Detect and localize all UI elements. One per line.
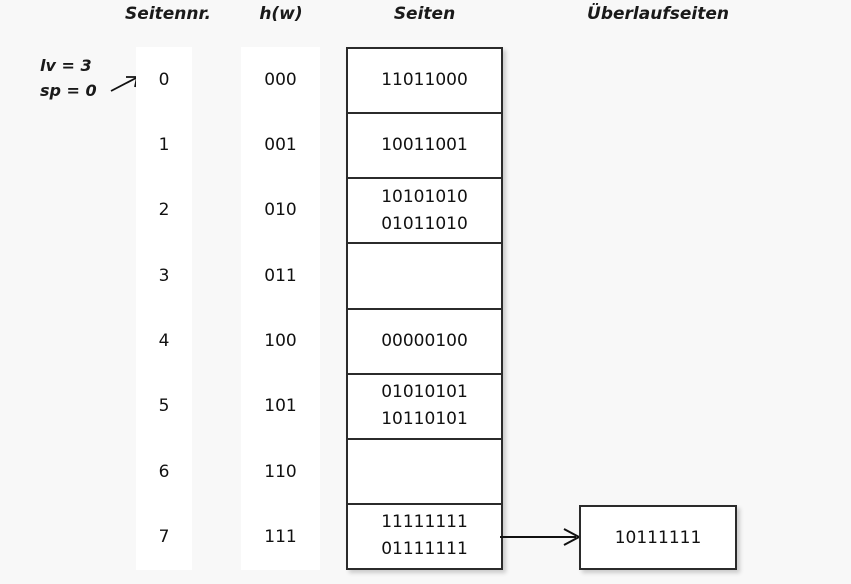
- annotation-sp: sp = 0: [40, 81, 97, 100]
- seiten-page-cell: 10011001: [348, 114, 501, 180]
- column-header-hw: h(w): [259, 4, 303, 24]
- seitennr-cell: 1: [158, 135, 170, 156]
- seitennr-cell: 6: [158, 461, 170, 482]
- annotation-lv: lv = 3: [40, 56, 92, 75]
- page-record: 10101010: [381, 186, 468, 207]
- hw-cell: 000: [264, 69, 297, 90]
- seiten-page-cell: 00000100: [348, 310, 501, 375]
- arrow-right-icon: [500, 528, 582, 546]
- page-record: 10011001: [381, 135, 468, 156]
- level-split-annotation: lv = 3 sp = 0: [40, 53, 97, 103]
- page-record: 10110101: [381, 409, 468, 430]
- hw-cell: 100: [264, 331, 297, 352]
- seitennr-cell: 4: [158, 331, 170, 352]
- seitennr-cell: 7: [158, 527, 170, 548]
- column-header-ueberlaufseiten: Überlaufseiten: [587, 4, 729, 24]
- hw-cell: 011: [264, 265, 297, 286]
- hw-cell: 010: [264, 200, 297, 221]
- seitennr-cell: 2: [158, 200, 170, 221]
- hw-cell: 111: [264, 527, 297, 548]
- column-seiten: 11011000 10011001 10101010 01011010 00000100…: [346, 47, 503, 570]
- seitennr-cell: 5: [158, 396, 170, 417]
- overflow-page-box: 10111111: [579, 505, 737, 570]
- column-header-seitennr: Seitennr.: [125, 4, 211, 24]
- page-record: 01011010: [381, 213, 468, 234]
- page-record: 11111111: [381, 512, 468, 533]
- overflow-record: 10111111: [614, 527, 702, 548]
- column-seitennr: 0 1 2 3 4 5 6 7: [136, 47, 192, 570]
- hw-cell: 101: [264, 396, 297, 417]
- page-record: 11011000: [381, 70, 468, 91]
- seiten-page-cell: 11111111 01111111: [348, 505, 501, 568]
- column-header-seiten: Seiten: [393, 4, 456, 24]
- seiten-page-cell: 10101010 01011010: [348, 179, 501, 245]
- hw-cell: 110: [264, 461, 297, 482]
- seiten-page-cell: 01010101 10110101: [348, 375, 501, 440]
- seiten-page-cell: [348, 440, 501, 505]
- page-record: 00000100: [381, 330, 468, 351]
- hw-cell: 001: [264, 135, 297, 156]
- page-record: 01010101: [381, 382, 468, 403]
- seitennr-cell: 3: [158, 265, 170, 286]
- page-record: 01111111: [381, 539, 468, 560]
- column-hw: 000 001 010 011 100 101 110 111: [241, 47, 320, 570]
- seiten-page-cell: 11011000: [348, 49, 501, 115]
- seitennr-cell: 0: [158, 69, 170, 90]
- seiten-page-cell: [348, 244, 501, 310]
